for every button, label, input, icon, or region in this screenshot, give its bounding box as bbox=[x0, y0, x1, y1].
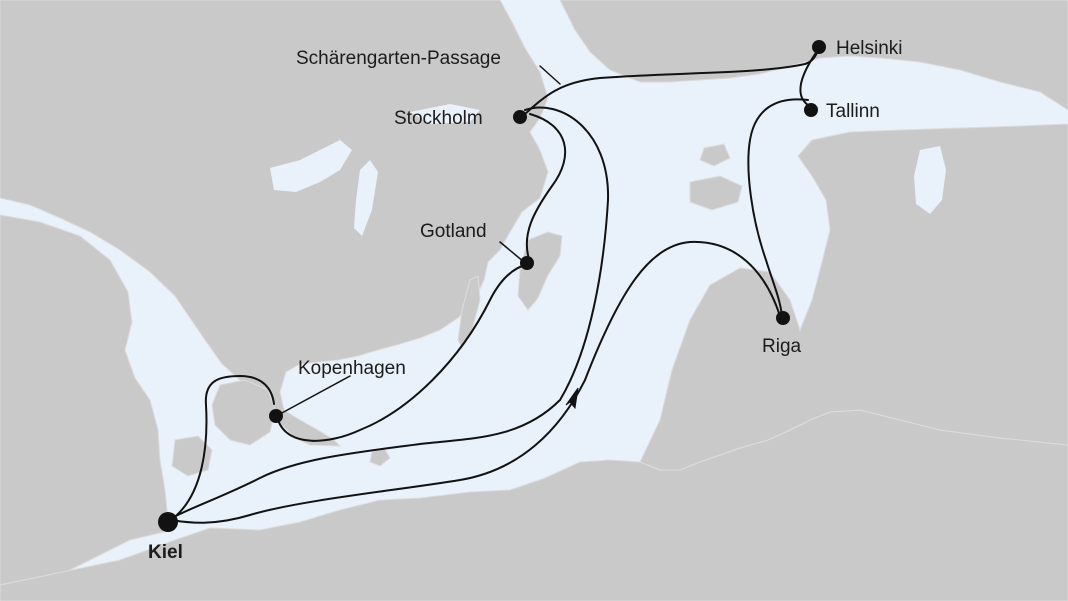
route-leg-kopenhagen-gotland bbox=[277, 263, 529, 442]
lake-vanern bbox=[270, 140, 352, 192]
land-baltic-states bbox=[639, 123, 1068, 471]
lakes bbox=[270, 104, 946, 236]
port-label-helsinki: Helsinki bbox=[836, 38, 903, 59]
lake-peipus bbox=[914, 146, 946, 214]
port-label-riga: Riga bbox=[762, 336, 802, 357]
port-labels: Kiel Kopenhagen Gotland Stockholm Helsin… bbox=[148, 38, 903, 563]
land-scandinavia bbox=[0, 0, 549, 447]
route-leg-gotland-stockholm bbox=[525, 113, 567, 263]
port-label-stockholm: Stockholm bbox=[394, 108, 483, 129]
port-marker-kopenhagen bbox=[269, 409, 283, 423]
port-marker-tallinn bbox=[804, 103, 818, 117]
port-marker-gotland bbox=[520, 256, 534, 270]
port-marker-helsinki bbox=[812, 40, 826, 54]
land-gotland bbox=[517, 231, 563, 311]
gotland-leader-line bbox=[499, 241, 525, 263]
port-label-tallinn: Tallinn bbox=[826, 101, 880, 122]
route-direction-arrow-icon bbox=[565, 387, 579, 410]
land-hiiumaa bbox=[699, 143, 731, 167]
port-markers bbox=[158, 40, 826, 532]
passage-label: Schärengarten-Passage bbox=[296, 48, 501, 69]
land-jutland bbox=[0, 214, 173, 591]
route-leg-kiel-kopenhagen bbox=[167, 375, 275, 523]
port-marker-riga bbox=[776, 311, 790, 325]
route-leg-stockholm-kiel bbox=[171, 106, 610, 519]
lake-vattern bbox=[354, 160, 378, 236]
passage-leader-line bbox=[539, 65, 561, 85]
cruise-route bbox=[167, 49, 819, 524]
port-label-kiel: Kiel bbox=[148, 542, 183, 563]
lake-malaren bbox=[410, 104, 480, 124]
kopenhagen-leader-line bbox=[279, 375, 351, 415]
port-label-kopenhagen: Kopenhagen bbox=[298, 358, 406, 379]
port-label-gotland: Gotland bbox=[420, 221, 487, 242]
port-marker-stockholm bbox=[513, 110, 527, 124]
route-leg-tallinn-riga bbox=[747, 98, 809, 317]
land-zealand bbox=[211, 379, 276, 446]
port-marker-kiel bbox=[158, 512, 178, 532]
route-leg-riga-kiel bbox=[169, 240, 781, 524]
land-saaremaa bbox=[689, 175, 743, 211]
